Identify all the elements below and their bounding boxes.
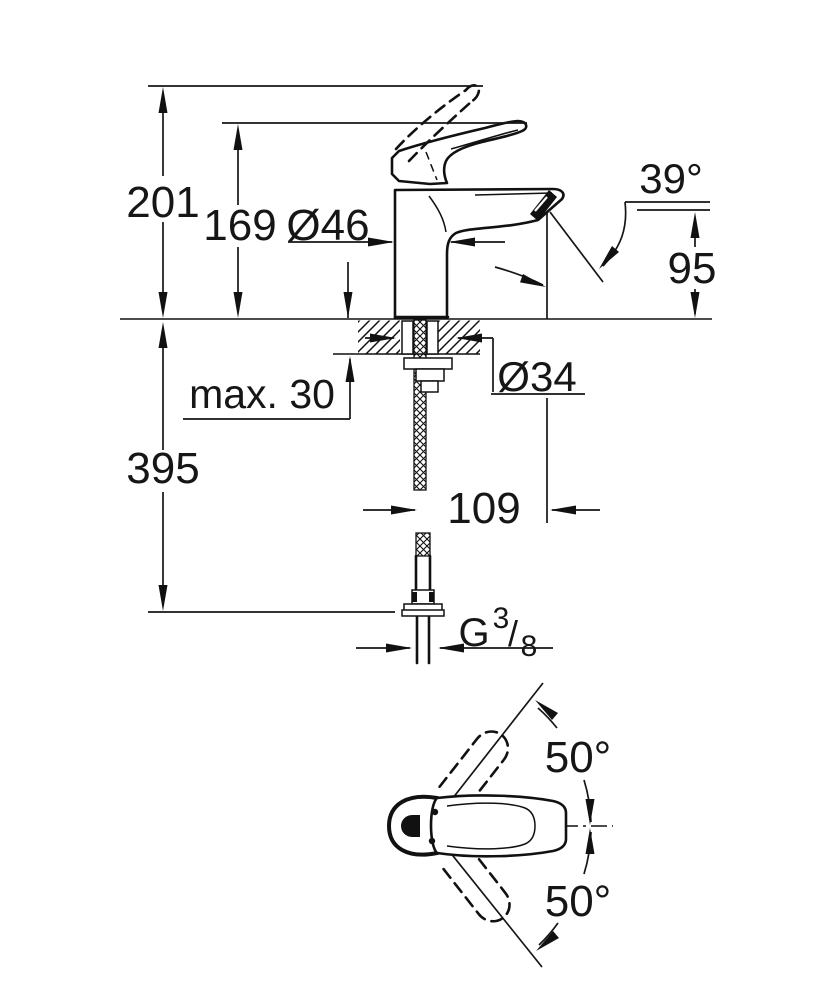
outlet-axis-line [549, 211, 604, 283]
front-view: 201 169 Ø46 39° 95 max. 30 Ø34 395 109 G… [120, 84, 717, 665]
hose-end-tube [414, 554, 432, 592]
dim-text-d34: Ø34 [497, 353, 576, 400]
shank-sleeve-right [426, 320, 439, 355]
dim-text-50deg-down: 50° [545, 877, 612, 926]
handle-lever-plan [429, 794, 568, 858]
supply-hose [401, 319, 453, 665]
dim-text-39deg: 39° [639, 155, 703, 202]
union-nut-flange [401, 609, 445, 617]
thread-numerator: 3 [493, 602, 510, 635]
arc-upper-a [537, 707, 558, 729]
handle-lever-inner-contour [446, 802, 536, 850]
dim-text-d46: Ø46 [286, 201, 369, 250]
dim-text-395: 395 [126, 444, 199, 493]
lever-swung-positions [438, 730, 511, 923]
dim-text-109: 109 [447, 484, 520, 533]
aerator [530, 190, 557, 221]
lever-swung-down-dashed [439, 843, 511, 923]
angle-arc-39deg [494, 266, 544, 286]
dim-text-50deg-up: 50° [545, 733, 612, 782]
hose-lower-braid [415, 532, 431, 557]
dim-text-169: 169 [203, 201, 276, 250]
handle-cap-slot [401, 815, 420, 837]
connection-pipe [415, 615, 431, 665]
front-dimensions: 201 169 Ø46 39° 95 max. 30 Ø34 395 109 G… [126, 85, 717, 663]
faucet-body [393, 187, 565, 320]
handle-cap-dot-bottom [428, 837, 436, 845]
arrowheads [158, 87, 700, 653]
thread-slash: / [508, 613, 518, 654]
raised-lever-bottom-edge [407, 100, 473, 163]
swing-arrowheads [535, 700, 595, 951]
dim-text-95: 95 [668, 244, 717, 293]
mounting-nut [415, 368, 445, 382]
connector-side-right [429, 592, 434, 602]
handle-cap-dot-top [431, 808, 439, 816]
handle-top-view [386, 794, 568, 858]
thread-label-g38: G 3 / 8 [458, 602, 537, 663]
raised-lever-top-edge [394, 88, 468, 151]
lever-inner-edge [450, 129, 519, 150]
thread-denominator: 8 [521, 630, 538, 663]
spout-top-edge-line [474, 192, 553, 196]
mounting-washer [403, 357, 453, 370]
connector-side-left [412, 592, 417, 602]
body-blend-curve [428, 195, 447, 233]
threaded-hose-upper [413, 319, 427, 491]
pivot-axis-dash [425, 151, 438, 181]
thread-prefix: G [458, 611, 489, 655]
dim-text-201: 201 [126, 178, 199, 227]
body-spout-outline [393, 187, 565, 320]
lever-handle [390, 119, 528, 186]
dim-text-max30: max. 30 [189, 371, 335, 417]
raised-lever-tip [464, 84, 481, 104]
mounting-nut-step [420, 380, 439, 393]
arc-lower-b [538, 922, 559, 946]
aerator-slit [534, 196, 548, 212]
shank-sleeve-left [401, 320, 414, 355]
top-view: 50° 50° [386, 682, 613, 968]
lever-swung-up-dashed [438, 730, 510, 809]
lever-outline [390, 119, 528, 186]
